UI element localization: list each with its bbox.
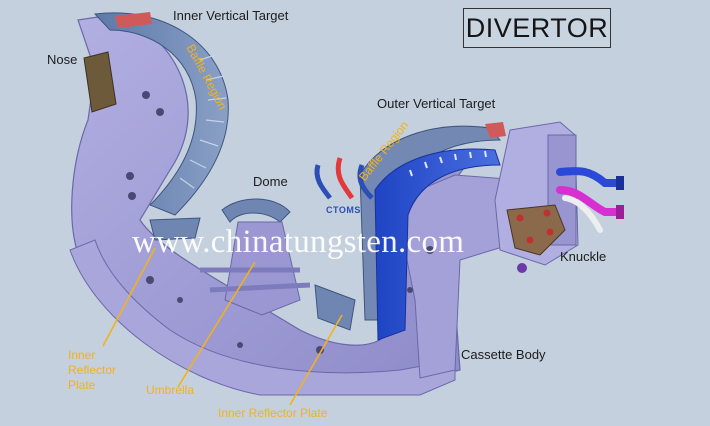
lower-band <box>69 239 456 396</box>
pipe-white <box>562 195 603 233</box>
diagram-title: DIVERTOR <box>463 8 611 48</box>
outer-target-blue-plate <box>374 148 501 341</box>
label-inner-vertical-target: Inner Vertical Target <box>173 8 289 23</box>
dome-shape <box>221 198 291 223</box>
watermark-text: www.chinatungsten.com <box>132 224 465 260</box>
outer-target-top-red <box>485 122 506 138</box>
label-line-inner: Inner <box>68 348 96 362</box>
inner-target-tiles <box>179 53 227 189</box>
nose-part <box>83 51 117 113</box>
label-line-plate: Plate <box>68 378 96 392</box>
pipe-magenta-cap <box>616 205 624 219</box>
callout-inner-reflector-left <box>102 247 156 347</box>
label-outer-vertical-target: Outer Vertical Target <box>377 96 496 111</box>
callout-inner-reflector-bottom <box>289 314 343 406</box>
ctoms-logo-text: CTOMS <box>326 205 361 215</box>
cassette-right-block <box>394 174 526 379</box>
label-inner-reflector-plate-bottom: Inner Reflector Plate <box>218 406 328 420</box>
callout-umbrella <box>177 261 256 388</box>
label-knuckle: Knuckle <box>560 249 607 264</box>
label-dome: Dome <box>253 174 288 189</box>
label-umbrella: Umbrella <box>146 383 195 397</box>
inner-target-top-red <box>115 12 152 28</box>
bolt-holes <box>126 91 434 354</box>
knuckle-bolts <box>516 209 554 244</box>
pipe-magenta <box>556 186 622 216</box>
pipe-blue-cap <box>616 176 624 190</box>
label-line-reflector: Reflector <box>68 363 117 377</box>
knuckle-pin <box>517 263 527 273</box>
label-nose: Nose <box>47 52 78 67</box>
outer-target-teeth <box>409 150 487 177</box>
inner-reflector-plate-lower <box>314 284 356 331</box>
inner-vertical-target <box>93 12 229 216</box>
label-inner-reflector-plate-left: Inner Reflector Plate <box>68 348 116 393</box>
label-cassette-body: Cassette Body <box>461 347 546 362</box>
callout-lines <box>102 247 343 406</box>
inner-reflector-plate-left <box>149 217 201 241</box>
ctoms-logo-mark <box>314 157 374 200</box>
pipe-blue <box>556 167 622 187</box>
